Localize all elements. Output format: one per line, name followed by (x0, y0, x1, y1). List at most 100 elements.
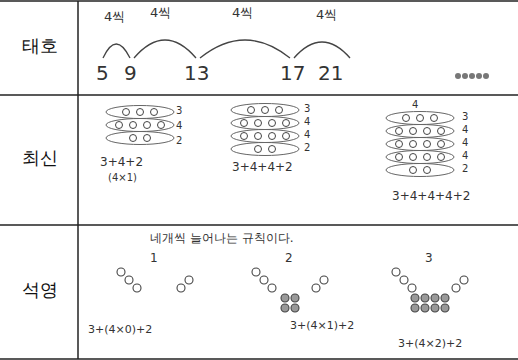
handwritten-note: 17 (280, 62, 305, 85)
pattern-circle (408, 284, 416, 292)
handwritten-note: 3 (425, 252, 433, 266)
counter-circle (248, 107, 255, 114)
counter-circle (269, 133, 276, 140)
dot (469, 73, 475, 79)
counter-circle (396, 141, 403, 148)
pattern-circle (411, 294, 419, 302)
pattern-circle (281, 294, 289, 302)
row-oval (386, 164, 454, 177)
pattern-circle (291, 294, 299, 302)
handwritten-note: 4 (412, 99, 418, 111)
pattern-circle (421, 294, 429, 302)
pattern-circle (320, 276, 328, 284)
jump-arcs (103, 40, 350, 58)
handwritten-note: 21 (318, 62, 343, 85)
counter-circle (255, 120, 262, 127)
counter-circle (130, 135, 137, 142)
handwritten-note: (4×1) (108, 172, 137, 184)
counter-circle (144, 135, 151, 142)
pattern-circle (441, 294, 449, 302)
counter-circle (438, 154, 445, 161)
row-oval (386, 125, 454, 138)
handwritten-note: 3 (462, 111, 468, 123)
pattern-circle (291, 304, 299, 312)
dot (483, 73, 489, 79)
handwritten-note: 4 (462, 124, 468, 136)
counter-circle (438, 141, 445, 148)
handwritten-note: 4씩 (316, 8, 337, 23)
row-header: 태호 (22, 36, 58, 57)
pattern-circle (177, 284, 185, 292)
counter-circle (410, 154, 417, 161)
counter-circle (396, 154, 403, 161)
handwritten-note: 3+(4×1)+2 (290, 320, 354, 333)
pattern-circle (411, 304, 419, 312)
pattern-circle (441, 304, 449, 312)
handwritten-note: 3 (304, 103, 310, 115)
pattern-circle (392, 268, 400, 276)
counter-circle (276, 107, 283, 114)
counter-circle (241, 120, 248, 127)
row-oval (231, 143, 299, 156)
counter-circle (269, 146, 276, 153)
counter-circle (424, 141, 431, 148)
handwritten-note: 4씩 (150, 6, 171, 21)
handwritten-note: 4 (304, 116, 310, 128)
row-oval (386, 151, 454, 164)
counter-circle (410, 141, 417, 148)
counter-circle (424, 154, 431, 161)
handwritten-note: 3+(4×2)+2 (398, 338, 462, 351)
counter-circle (438, 128, 445, 135)
counter-circle (123, 109, 130, 116)
handwritten-note: 4 (176, 120, 182, 132)
row-oval (106, 132, 174, 145)
handwritten-note: 4 (304, 129, 310, 141)
pattern-circle (268, 284, 276, 292)
handwritten-note: 9 (124, 62, 137, 85)
counter-circle (151, 109, 158, 116)
row-oval (106, 119, 174, 132)
row-oval (386, 138, 454, 151)
pattern-circle (312, 284, 320, 292)
pattern-circle (281, 304, 289, 312)
counter-circle (283, 133, 290, 140)
row-header: 최신 (22, 148, 58, 169)
handwritten-note: 5 (96, 62, 109, 85)
counter-circle (424, 128, 431, 135)
counter-circle (130, 122, 137, 129)
handwritten-note: 4 (462, 150, 468, 162)
row-oval (106, 106, 174, 119)
pattern-circle (431, 294, 439, 302)
handwritten-note: 4씩 (104, 10, 125, 25)
row-oval (231, 130, 299, 143)
pattern-circle (431, 304, 439, 312)
counter-circle (269, 120, 276, 127)
pattern-circle (117, 268, 125, 276)
counter-circle (424, 167, 431, 174)
counter-circle (431, 115, 438, 122)
handwritten-note: 4 (462, 137, 468, 149)
counter-circle (255, 133, 262, 140)
handwritten-note: 13 (184, 62, 209, 85)
row-oval (386, 112, 454, 125)
pattern-circle (133, 284, 141, 292)
row-oval (231, 117, 299, 130)
counter-circle (241, 133, 248, 140)
handwritten-note: 2 (285, 252, 293, 266)
handwritten-note: 네개씩 늘어나는 규칙이다. (150, 232, 293, 246)
pattern-circle (252, 268, 260, 276)
pattern-circle (421, 304, 429, 312)
handwritten-note: 2 (176, 135, 182, 147)
handwritten-note: 2 (462, 163, 468, 175)
counter-circle (403, 115, 410, 122)
counter-circle (144, 122, 151, 129)
handwritten-note: 3+4+4+4+2 (392, 190, 470, 204)
counter-circle (255, 146, 262, 153)
pattern-circle (460, 276, 468, 284)
handwritten-note: 3+4+2 (100, 156, 143, 170)
pattern-circle (452, 284, 460, 292)
counter-circle (262, 107, 269, 114)
